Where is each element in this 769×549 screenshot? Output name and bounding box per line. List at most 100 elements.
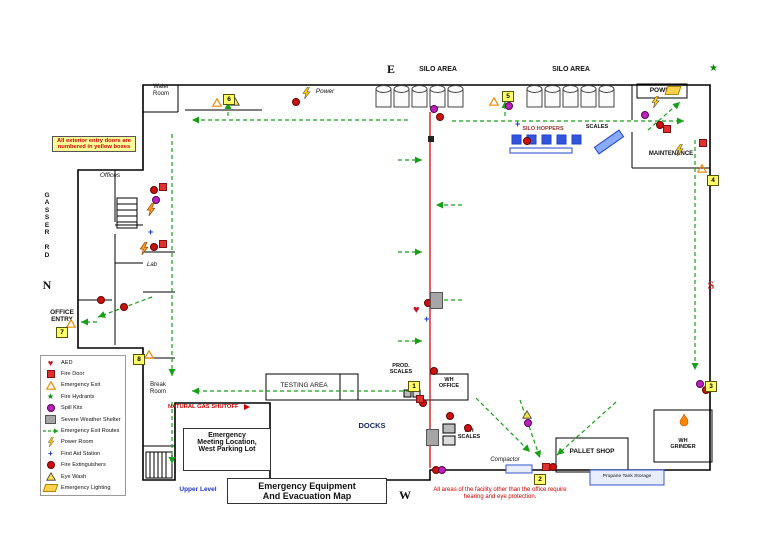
emergency-exit-icon — [143, 347, 155, 363]
ppe-notice: All areas of the facility other than the… — [433, 487, 567, 500]
upper-level-label: Upper Level — [179, 486, 217, 493]
first-aid-icon: + — [424, 314, 430, 324]
maintenance-label: MAINTENANCE — [648, 151, 694, 157]
fire-extinguisher-icon — [436, 113, 444, 121]
aed-heart-icon: ♥ — [47, 357, 54, 368]
wh-grinder-label: WH GRINDER — [670, 438, 696, 451]
legend-row: Power Room — [43, 437, 125, 448]
emergency-exit-icon — [65, 316, 77, 332]
pallet-shop-label: PALLET SHOP — [569, 448, 615, 455]
testing-area-label: TESTING AREA — [280, 382, 328, 389]
legend-row: Fire Door — [43, 368, 125, 379]
legend-row: Emergency Exit — [43, 380, 125, 391]
legend-label: Emergency Lighting — [61, 484, 111, 491]
emergency-lighting-icon — [139, 241, 149, 259]
break-room-label: Break Room — [149, 382, 166, 395]
severe-weather-shelter-icon — [426, 429, 439, 446]
legend-label: Emergency Exit Routes — [61, 428, 120, 435]
interior-walls — [78, 83, 713, 479]
door-badge-3: 3 — [705, 381, 717, 392]
gas-shutoff-arrow-icon — [244, 404, 250, 410]
fire-hydrant-icon: ★ — [709, 63, 718, 74]
meeting-location-box: Emergency Meeting Location, West Parking… — [183, 428, 271, 471]
equipment-boxes — [505, 464, 665, 486]
spill-kit-icon — [430, 105, 438, 113]
compactor-label: Compactor — [490, 457, 520, 463]
emergency-lighting-icon — [146, 202, 156, 220]
scales-label: SCALES — [585, 124, 609, 130]
legend-label: Eye Wash — [61, 473, 87, 480]
legend-row: ★ Fire Hydrants — [43, 391, 125, 402]
silo-area-2-label: SILO AREA — [552, 66, 590, 73]
fire-extinguisher-icon — [97, 296, 105, 304]
water-room-label: Water Room — [152, 84, 169, 97]
first-aid-icon: + — [515, 119, 521, 129]
fire-extinguisher-icon — [523, 137, 531, 145]
lab-label: Lab — [146, 262, 157, 268]
fire-extinguisher-icon — [446, 412, 454, 420]
legend-row: Emergency Exit Routes — [43, 425, 125, 436]
legend-row: + First Aid Station — [43, 448, 125, 459]
door-badge-7: 7 — [56, 327, 68, 338]
legend-label: First Aid Station — [61, 450, 101, 457]
aed-heart-icon: ♥ — [413, 304, 420, 316]
emergency-exit-icon — [43, 380, 58, 390]
spill-kit-icon — [43, 404, 58, 413]
legend-row: Eye Wash — [43, 471, 125, 482]
legend-row: ♥ AED — [43, 357, 125, 368]
spill-kit-icon — [524, 419, 532, 427]
eye-wash-icon — [43, 472, 58, 481]
legend-label: Spill Kits — [61, 405, 83, 412]
severe-weather-shelter-icon — [43, 415, 58, 425]
map-legend: ♥ AED Fire Door Emergency Exit ★ Fire Hy… — [40, 355, 126, 496]
fire-extinguisher-icon — [43, 461, 58, 470]
legend-row: Emergency Lighting — [42, 482, 125, 493]
fire-extinguisher-icon — [549, 463, 557, 471]
natural-gas-label: NATURAL GAS SHUTOFF — [168, 404, 239, 410]
fire-door-icon — [159, 240, 167, 248]
silo-hoppers-label: SILO HOPPERS — [522, 126, 564, 132]
legend-row: Fire Extinguishers — [43, 460, 125, 471]
compass-east: E — [386, 62, 395, 76]
emergency-lighting-icon — [42, 483, 59, 492]
fire-door-icon — [542, 463, 550, 471]
offices-label: Offices — [99, 172, 121, 179]
power-icon — [651, 95, 660, 112]
legend-row: Severe Weather Shelter — [43, 414, 125, 425]
legend-label: AED — [61, 359, 73, 366]
fire-door-icon — [699, 139, 707, 147]
spill-kit-icon — [505, 102, 513, 110]
silo-area-1-label: SILO AREA — [419, 66, 457, 73]
eye-wash-icon — [522, 407, 532, 423]
spill-kit-icon — [696, 380, 704, 388]
power-top-label: Power — [315, 88, 335, 95]
map-title-box: Emergency Equipment And Evacuation Map — [227, 478, 387, 504]
legend-label: Fire Door — [61, 371, 85, 378]
first-aid-icon: + — [148, 227, 154, 237]
evacuation-routes — [81, 101, 699, 464]
door-note-box: All exterior entry doors are numbered in… — [52, 136, 136, 152]
emergency-exit-icon — [211, 95, 223, 111]
door-badge-6: 6 — [223, 94, 235, 105]
fire-door-icon — [416, 395, 424, 403]
legend-label: Emergency Exit — [61, 382, 101, 389]
spill-kit-icon — [152, 196, 160, 204]
door-badge-8: 8 — [133, 354, 145, 365]
power-right-label: POWER — [649, 87, 675, 94]
building-outline — [77, 84, 711, 481]
fire-hydrant-icon: ★ — [46, 392, 55, 402]
legend-label: Power Room — [61, 439, 94, 446]
docks-label: DOCKS — [358, 421, 386, 430]
door-badge-5: 5 — [502, 91, 514, 102]
severe-weather-shelter-icon — [430, 292, 443, 309]
legend-label: Severe Weather Shelter — [61, 416, 121, 423]
grinder-flame-icon — [678, 412, 690, 432]
fire-extinguisher-icon — [292, 98, 300, 106]
power-icon — [302, 86, 311, 103]
first-aid-icon: + — [48, 449, 53, 459]
office-entry-label: OFFICE ENTRY — [50, 309, 74, 324]
door-badge-1: 1 — [408, 381, 420, 392]
fire-door-icon — [159, 183, 167, 191]
wh-office-label: WH OFFICE — [438, 377, 460, 390]
prod-scales-label: PROD. SCALES — [389, 363, 413, 376]
